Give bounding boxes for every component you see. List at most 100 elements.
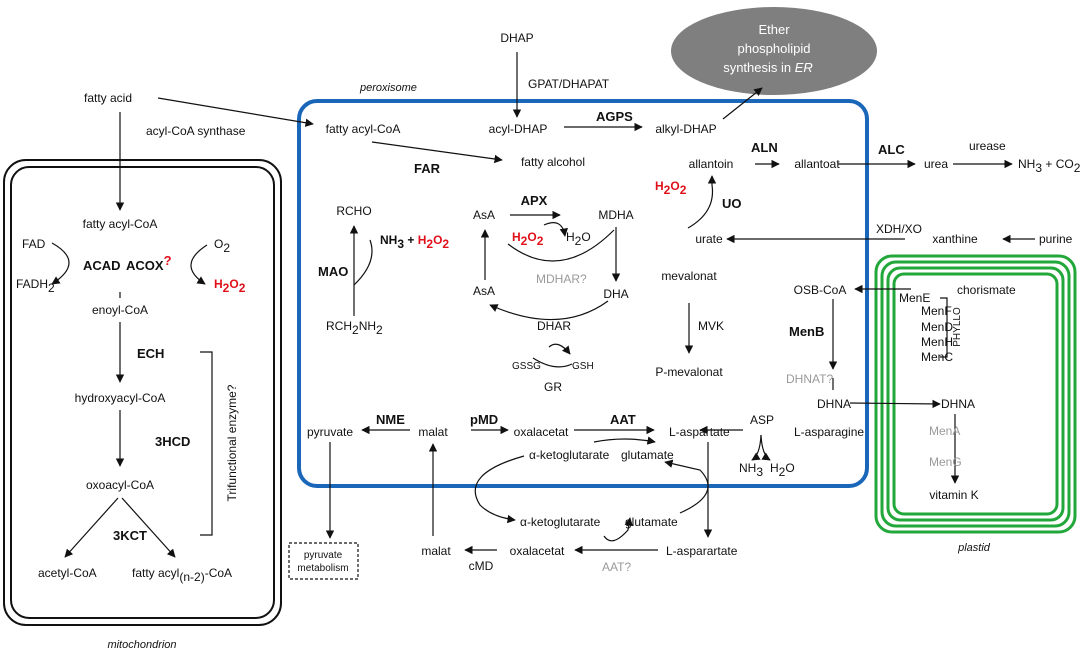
mdhar-label: MDHAR? <box>536 272 587 286</box>
mito-h2o2-label: H2O2 <box>214 277 246 295</box>
rch2-text: RCH <box>326 319 352 333</box>
acad-label: ACAD <box>83 258 121 273</box>
dhap-label: DHAP <box>500 31 533 45</box>
cyto-akg-label: α-ketoglutarate <box>520 515 601 529</box>
uo-label: UO <box>722 196 742 211</box>
alkyl-dhap-label: alkyl-DHAP <box>655 122 716 136</box>
apx-label: APX <box>521 193 548 208</box>
mene-label: MenE <box>899 291 930 305</box>
pyruvate-metabolism-line-1: pyruvate <box>304 550 343 561</box>
fadh2-text: FADH <box>16 277 48 291</box>
p-mevalonat-label: P-mevalonat <box>655 365 723 379</box>
apx-h2o-label: H2O <box>566 230 591 248</box>
asp-nh3-label: NH3 <box>739 461 763 479</box>
er-line-3-italic: ER <box>795 60 813 75</box>
uo-h2o2-text: H <box>655 179 664 193</box>
cyto-aat-label: AAT? <box>602 560 631 574</box>
pyruvate-label: pyruvate <box>307 425 353 439</box>
dha-label: DHA <box>603 287 628 301</box>
trifunctional-enzyme-label: Trifunctional enzyme? <box>225 384 239 501</box>
mena-label: MenA <box>929 424 960 438</box>
er-line-3-text: synthesis in <box>723 60 795 75</box>
asp-h2o-text: H <box>770 461 779 475</box>
fatty-alcohol-label: fatty alcohol <box>521 155 585 169</box>
l-asparartate-label: L-asparartate <box>666 544 738 558</box>
mend-label: MenD <box>921 320 953 334</box>
oxoacyl-coa-label: oxoacyl-CoA <box>86 478 154 492</box>
cyto-oxalacetat-label: oxalacetat <box>510 544 565 558</box>
asp-nh3-text: NH <box>739 461 756 475</box>
3hcd-label: 3HCD <box>155 434 190 449</box>
nme-label: NME <box>376 412 405 427</box>
er-line-1: Ether <box>758 22 790 37</box>
gsh-label: GSH <box>572 361 594 372</box>
o2-label: O2 <box>214 237 230 255</box>
menb-label: MenB <box>789 324 824 339</box>
xdh-xo-label: XDH/XO <box>876 222 922 236</box>
plastid-compartment <box>874 254 1077 534</box>
dhna-plastid-label: DHNA <box>941 397 975 411</box>
allantoat-label: allantoat <box>794 157 840 171</box>
asp-h2o-label: H2O <box>770 461 795 479</box>
phyllo-label: PHYLLO <box>952 307 963 347</box>
nh3-text: NH <box>1018 157 1035 171</box>
perox-oxalacetat-label: oxalacetat <box>514 425 569 439</box>
cyto-glutamate-label: glutamate <box>625 515 678 529</box>
cyto-malat-label: malat <box>421 544 451 558</box>
urate-label: urate <box>695 232 723 246</box>
urease-label: urease <box>969 139 1006 153</box>
pmd-label: pMD <box>470 412 498 427</box>
acox-text: ACOX <box>126 258 164 273</box>
mao-h2o2-text: H <box>418 233 427 247</box>
agps-label: AGPS <box>596 109 633 124</box>
mao-nh3-text: NH <box>380 233 397 247</box>
fatty-acyl-n2-label: fatty acyl(n-2)-CoA <box>132 566 232 584</box>
er-line-2: phospholipid <box>737 41 810 56</box>
menh-label: MenH <box>921 335 953 349</box>
dhar-label: DHAR <box>537 319 571 333</box>
allantoin-label: allantoin <box>689 157 734 171</box>
l-asparagine-label: L-asparagine <box>794 425 864 439</box>
fatty-acid-label: fatty acid <box>84 91 132 105</box>
uo-h2o2-label: H2O2 <box>655 179 687 197</box>
alc-label: ALC <box>878 142 905 157</box>
mevalonat-label: mevalonat <box>661 269 717 283</box>
acetyl-coa-label: acetyl-CoA <box>38 566 97 580</box>
enoyl-coa-label: enoyl-CoA <box>92 303 148 317</box>
menf-label: MenF <box>921 304 952 318</box>
meng-label: MenG <box>929 455 962 469</box>
peroxisome-compartment <box>297 99 869 488</box>
mitochondrion-compartment <box>3 159 282 626</box>
mitochondrion-label: mitochondrion <box>107 639 176 651</box>
rcho-label: RCHO <box>336 204 371 218</box>
perox-malat-label: malat <box>418 425 448 439</box>
apx-h2o2-text: H <box>512 230 521 244</box>
er-line-3: synthesis in ER <box>723 60 813 75</box>
fatty-acyl-n2-text: fatty acyl <box>132 566 179 580</box>
gssg-label: GSSG <box>512 361 541 372</box>
reaction-arrows <box>51 52 1035 558</box>
fad-label: FAD <box>22 237 46 251</box>
plastid-label: plastid <box>957 542 991 554</box>
asa-top-label: AsA <box>473 208 495 222</box>
acyl-dhap-label: acyl-DHAP <box>489 122 548 136</box>
acox-question: ? <box>164 253 172 268</box>
n2-subscript: (n-2) <box>179 570 204 584</box>
peroxisome-label: peroxisome <box>359 82 417 94</box>
far-label: FAR <box>414 161 441 176</box>
gr-label: GR <box>544 380 562 394</box>
acyl-coa-synthase-label: acyl-CoA synthase <box>146 124 246 138</box>
menc-label: MenC <box>921 350 953 364</box>
dhnat-label: DHNAT? <box>786 372 833 386</box>
co2-text: + CO <box>1042 157 1074 171</box>
perox-glutamate-label: glutamate <box>621 448 674 462</box>
purine-label: purine <box>1039 232 1073 246</box>
mao-label: MAO <box>318 264 348 279</box>
mdha-label: MDHA <box>598 208 633 222</box>
ech-label: ECH <box>137 346 164 361</box>
dhna-peroxisome-label: DHNA <box>817 397 851 411</box>
mito-fatty-acyl-coa-label: fatty acyl-CoA <box>83 217 158 231</box>
chorismate-label: chorismate <box>957 283 1016 297</box>
urea-label: urea <box>924 157 948 171</box>
